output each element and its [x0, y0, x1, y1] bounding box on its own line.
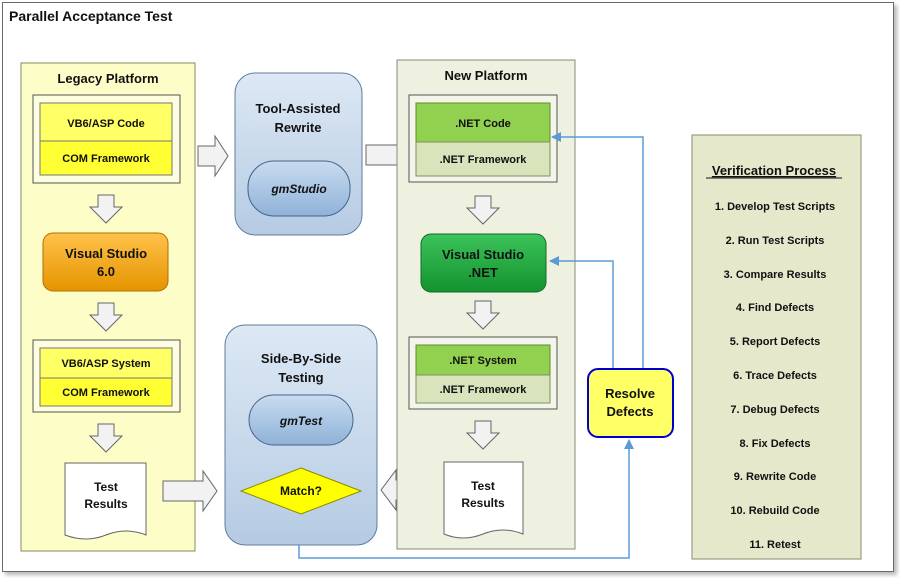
testing-heading-line1: Side-By-Side — [261, 351, 341, 366]
verification-step: 5. Report Defects — [730, 336, 820, 348]
match-decision-diamond — [239, 467, 363, 515]
verification-step: 11. Retest — [749, 539, 801, 551]
match-to-resolve-connector — [298, 439, 634, 559]
resolve-line2: Defects — [607, 404, 654, 419]
verification-step: 10. Rebuild Code — [730, 505, 819, 517]
legacy-results-line1: Test — [94, 480, 118, 494]
resolve-to-vsnet-connector — [549, 256, 614, 369]
down-arrow-icon — [88, 194, 124, 224]
new-platform-heading: New Platform — [444, 68, 527, 83]
net-framework-box-2 — [415, 374, 551, 404]
visual-studio-net-box — [420, 233, 547, 293]
match-label: Match? — [280, 484, 322, 498]
legacy-results-line2: Results — [84, 497, 128, 511]
verification-step: 7. Debug Defects — [730, 404, 819, 416]
verification-step: 8. Fix Defects — [740, 438, 811, 450]
vs6-label-line1: Visual Studio — [65, 246, 147, 261]
gmtest-pill — [248, 394, 354, 446]
gmstudio-pill — [247, 160, 351, 217]
net-system-label: .NET System — [449, 355, 516, 367]
down-arrow-icon — [465, 195, 501, 225]
diagram-frame: Parallel Acceptance Test Legacy Platform… — [2, 2, 894, 572]
net-framework-box — [415, 141, 551, 177]
verification-step: 1. Develop Test Scripts — [715, 201, 835, 213]
verification-step: 3. Compare Results — [724, 269, 827, 281]
legacy-platform-panel: Legacy Platform VB6/ASP Code COM Framewo… — [20, 62, 196, 552]
vb6-system-label: VB6/ASP System — [61, 358, 150, 370]
resolve-defects-box: Resolve Defects — [587, 368, 674, 438]
defect-feedback-connectors — [298, 132, 644, 559]
verification-heading: Verification Process — [712, 163, 836, 178]
down-arrow-icon — [88, 302, 124, 332]
vb6-code-box — [39, 102, 173, 142]
verification-step: 4. Find Defects — [736, 302, 814, 314]
com-framework-label: COM Framework — [62, 153, 150, 165]
vsnet-label-line1: Visual Studio — [442, 247, 524, 262]
gmstudio-label: gmStudio — [270, 182, 326, 196]
verification-step: 9. Rewrite Code — [734, 471, 817, 483]
vb6-code-label: VB6/ASP Code — [67, 118, 144, 130]
verification-step: 2. Run Test Scripts — [726, 235, 825, 247]
net-system-box — [415, 344, 551, 376]
verification-process-panel: Verification Process 1. Develop Test Scr… — [691, 134, 862, 560]
visual-studio-6-box — [42, 232, 169, 292]
down-arrow-icon — [465, 300, 501, 330]
com-framework-label-2: COM Framework — [62, 387, 150, 399]
net-code-label: .NET Code — [455, 118, 511, 130]
legacy-test-results-document — [64, 462, 147, 540]
down-arrow-icon — [88, 423, 124, 453]
com-framework-box — [39, 140, 173, 176]
rewrite-heading-line1: Tool-Assisted — [256, 101, 341, 116]
diagram-title: Parallel Acceptance Test — [9, 8, 173, 24]
gmtest-label: gmTest — [279, 414, 323, 428]
right-arrow-icon — [162, 469, 218, 513]
com-framework-box-2 — [39, 377, 173, 407]
new-results-line1: Test — [471, 479, 495, 493]
acceptance-test-diagram: Parallel Acceptance Test Legacy Platform… — [9, 8, 862, 560]
new-platform-panel: New Platform .NET Code .NET Framework Vi… — [396, 59, 576, 550]
verification-step: 6. Trace Defects — [733, 370, 817, 382]
vsnet-label-line2: .NET — [468, 265, 498, 280]
right-arrow-icon — [197, 134, 229, 178]
net-framework-label: .NET Framework — [440, 154, 528, 166]
testing-heading-line2: Testing — [278, 370, 323, 385]
vs6-label-line2: 6.0 — [97, 264, 115, 279]
rewrite-heading-line2: Rewrite — [275, 120, 322, 135]
verification-steps-list: 1. Develop Test Scripts 2. Run Test Scrip… — [715, 201, 835, 551]
new-test-results-document — [443, 461, 524, 539]
net-framework-label-2: .NET Framework — [440, 384, 528, 396]
tool-assisted-rewrite-box: Tool-Assisted Rewrite gmStudio — [234, 72, 363, 236]
new-results-line2: Results — [461, 496, 505, 510]
resolve-line1: Resolve — [605, 386, 655, 401]
legacy-platform-heading: Legacy Platform — [57, 71, 158, 86]
resolve-to-net-code-connector — [551, 132, 644, 369]
side-by-side-testing-box: Side-By-Side Testing gmTest Match? — [224, 324, 378, 546]
vb6-system-box — [39, 347, 173, 379]
down-arrow-icon — [465, 420, 501, 450]
